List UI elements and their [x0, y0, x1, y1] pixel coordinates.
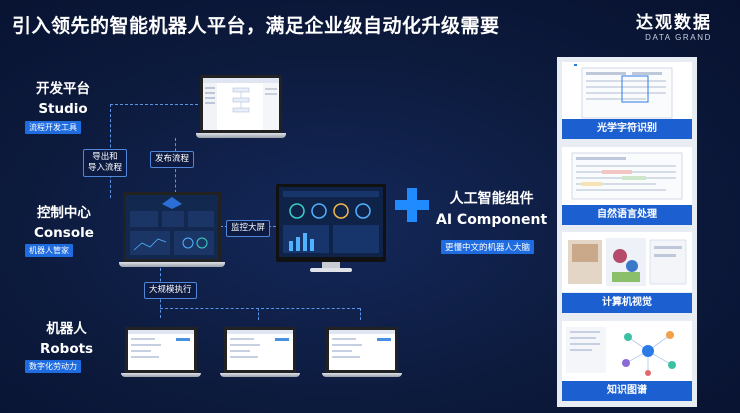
console-screen [123, 192, 221, 262]
robots-heading: 机器人 Robots [40, 319, 93, 359]
connector-robot-2 [258, 308, 259, 320]
connector-robots-bar [160, 308, 360, 309]
monitor-stand [322, 262, 340, 268]
cv-icon [568, 238, 687, 286]
ocr-button[interactable]: 光学字符识别 [562, 119, 692, 139]
robot-screen-3 [326, 327, 398, 373]
studio-tag: 流程开发工具 [25, 121, 81, 134]
dashboard-monitor [276, 184, 386, 262]
studio-ui-preview [203, 78, 279, 130]
ai-heading: 人工智能组件 AI Component [436, 189, 547, 231]
ai-components-panel: 光学字符识别 自然语言处理 计算 [557, 57, 697, 407]
console-subtitle: Console [34, 225, 94, 241]
connector-studio-left [110, 104, 198, 105]
studio-subtitle: Studio [38, 101, 88, 117]
nlp-thumbnail [562, 147, 692, 205]
monitor-foot [310, 268, 352, 272]
robot-ui-preview-1 [128, 330, 194, 358]
company-logo: 达观数据 DATA GRAND [636, 8, 712, 42]
logo-en: DATA GRAND [645, 33, 712, 42]
robot-ui-preview-2 [227, 330, 293, 358]
robot-ui-preview-3 [329, 330, 395, 358]
studio-title: 开发平台 [36, 81, 90, 97]
robot-laptop-base-1 [121, 373, 201, 377]
ocr-icon [574, 64, 673, 119]
kg-button[interactable]: 知识图谱 [562, 381, 692, 401]
ai-tag: 更懂中文的机器人大脑 [441, 240, 535, 254]
cv-button[interactable]: 计算机视觉 [562, 293, 692, 313]
robot-laptop-base-2 [220, 373, 300, 377]
ai-subtitle: AI Component [436, 212, 548, 228]
studio-heading: 开发平台 Studio [36, 79, 90, 119]
label-publish: 发布流程 [150, 151, 195, 168]
plus-icon [395, 188, 429, 222]
console-ui-preview [126, 195, 218, 259]
studio-laptop-base [196, 133, 286, 138]
ocr-thumbnail [562, 62, 692, 119]
robot-laptop-base-3 [322, 373, 402, 377]
console-tag: 机器人管家 [25, 244, 73, 257]
robots-title: 机器人 [46, 321, 87, 337]
nlp-button[interactable]: 自然语言处理 [562, 205, 692, 225]
knowledge-graph-icon [566, 327, 676, 376]
label-monitor: 监控大屏 [226, 220, 271, 237]
robots-subtitle: Robots [40, 341, 94, 357]
slide-title: 引入领先的智能机器人平台，满足企业级自动化升级需要 [12, 15, 500, 37]
cv-thumbnail [562, 232, 692, 292]
console-laptop-base [119, 262, 225, 267]
dashboard-screen [279, 187, 383, 257]
console-title: 控制中心 [36, 205, 91, 221]
nlp-icon [571, 152, 683, 200]
robot-screen-2 [224, 327, 296, 373]
console-heading: 控制中心 Console [34, 203, 94, 243]
connector-robot-3 [360, 308, 361, 320]
robots-tag: 数字化劳动力 [25, 360, 81, 373]
connector-studio-to-publish [175, 138, 176, 198]
ai-title: 人工智能组件 [449, 191, 534, 207]
label-export-import: 导出和 导入流程 [83, 149, 128, 177]
label-mass-exec: 大规模执行 [144, 282, 197, 299]
kg-thumbnail [562, 321, 692, 381]
studio-screen [200, 75, 282, 133]
robot-screen-1 [125, 327, 197, 373]
logo-cn: 达观数据 [636, 13, 712, 33]
